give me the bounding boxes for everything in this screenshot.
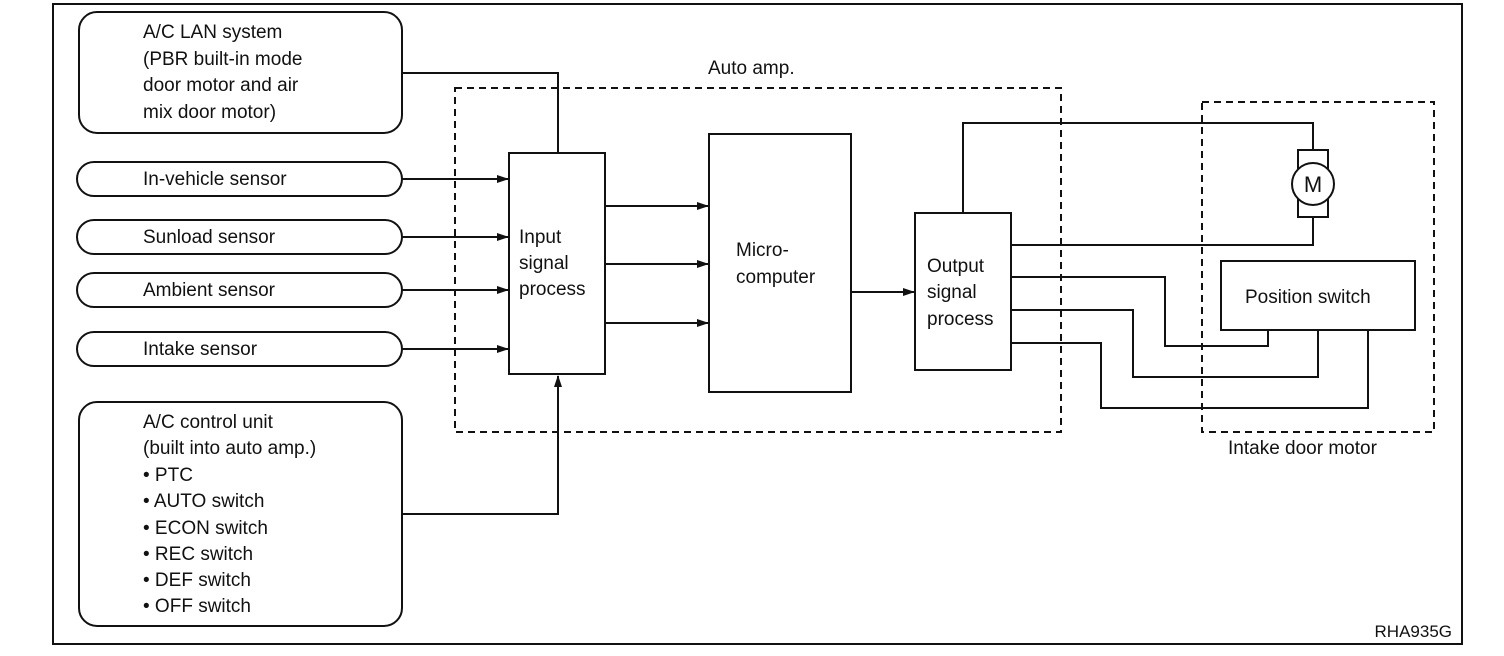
microcomputer-box bbox=[708, 133, 852, 393]
intake-sensor-label: Intake sensor bbox=[143, 339, 258, 360]
input-signal-process-box bbox=[508, 152, 606, 375]
position-wire-1 bbox=[1011, 276, 1269, 347]
in-vehicle-sensor-label: In-vehicle sensor bbox=[143, 169, 287, 190]
position-wire-2 bbox=[1011, 309, 1319, 378]
intake-door-motor-boundary bbox=[1201, 101, 1435, 433]
input-signal-process-label: Input signal process bbox=[519, 227, 586, 300]
sunload-sensor-label: Sunload sensor bbox=[143, 227, 276, 248]
control-unit-arrow bbox=[402, 375, 562, 515]
outer-frame bbox=[52, 3, 1463, 645]
auto-amp-boundary bbox=[454, 87, 1062, 433]
lan-wire bbox=[402, 72, 559, 153]
ac-lan-system-label: A/C LAN system (PBR built-in mode door m… bbox=[143, 22, 308, 123]
figure-code: RHA935G bbox=[1375, 622, 1452, 641]
motor-icon bbox=[1291, 162, 1335, 206]
motor-symbol: M bbox=[1304, 172, 1322, 197]
position-wire-3 bbox=[1011, 330, 1369, 409]
microcomputer-label: Micro- computer bbox=[736, 240, 816, 288]
output-signal-process-label: Output signal process bbox=[927, 256, 994, 330]
motor-supply-wire bbox=[962, 122, 1314, 213]
intake-door-motor-caption: Intake door motor bbox=[1228, 438, 1378, 459]
motor-return-wire bbox=[1011, 217, 1314, 246]
position-switch-label: Position switch bbox=[1245, 287, 1371, 308]
ac-control-unit-box bbox=[78, 401, 403, 627]
output-signal-process-box bbox=[914, 212, 1012, 371]
ambient-sensor-label: Ambient sensor bbox=[143, 280, 276, 301]
position-switch-box bbox=[1220, 260, 1416, 331]
ac-control-unit-label: A/C control unit (built into auto amp.) … bbox=[143, 412, 321, 617]
auto-amp-title: Auto amp. bbox=[708, 58, 795, 79]
